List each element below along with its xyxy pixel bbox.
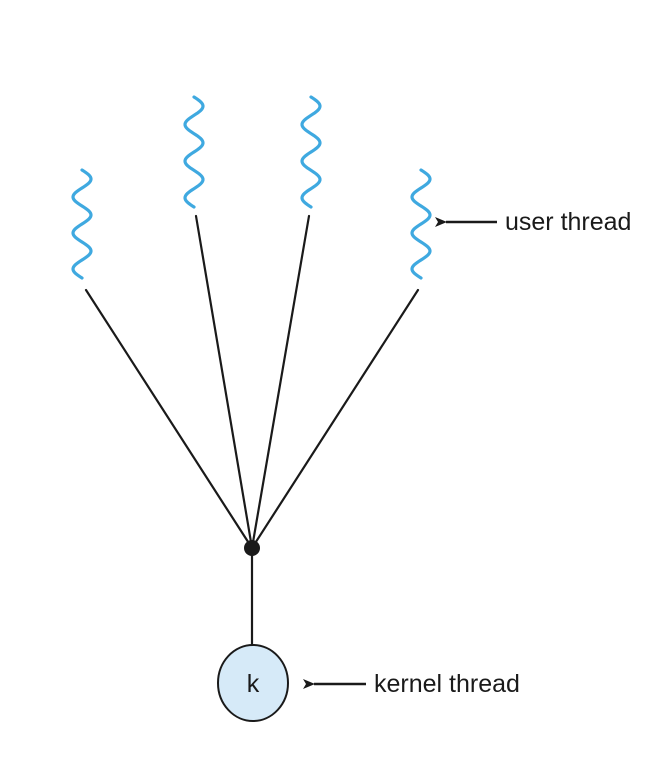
user-threads [71,95,432,280]
mapping-line [84,288,254,550]
kernel-thread-circle [217,644,289,722]
kernel-node-label: k [247,670,260,698]
user-thread-callout: user thread [435,208,631,236]
kernel-thread-node: k [217,644,289,722]
kernel-thread-callout: kernel thread [303,670,520,698]
thread-mapping-lines [84,214,420,550]
user-thread-wave-icon [410,168,432,280]
mapping-line [250,288,420,550]
mapping-line [250,214,311,550]
kernel-thread-label: kernel thread [374,670,520,698]
user-thread-wave-icon [71,168,93,280]
mapping-line [194,214,254,550]
user-thread-wave-icon [183,95,205,209]
user-thread-wave-icon [300,95,322,209]
user-thread-label: user thread [505,208,631,236]
